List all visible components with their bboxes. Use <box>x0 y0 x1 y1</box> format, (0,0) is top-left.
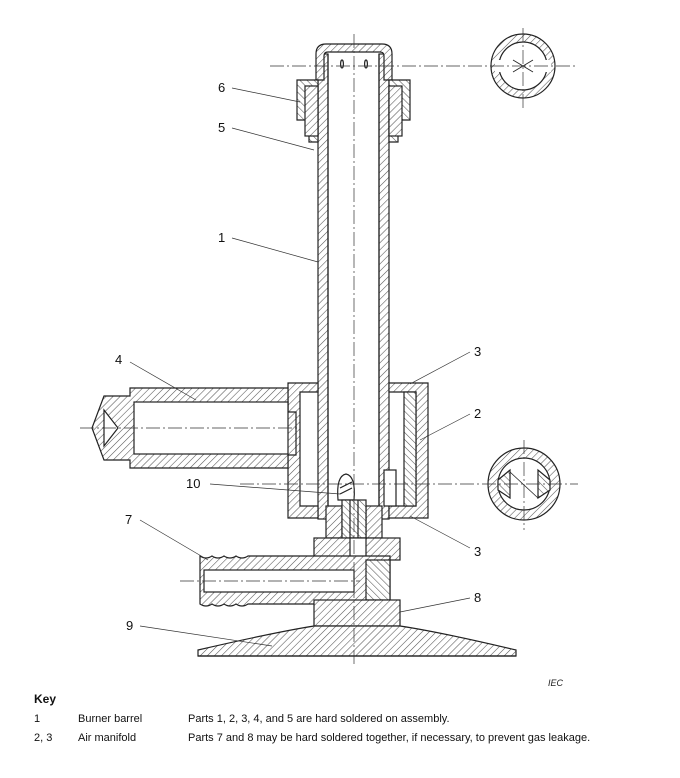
key-number: 2, 3 <box>34 732 53 744</box>
callout-7: 7 <box>125 512 132 527</box>
callout-10: 10 <box>186 476 200 491</box>
key-number: 1 <box>34 713 41 725</box>
leader-lines <box>129 87 471 647</box>
callout-1: 1 <box>218 230 225 245</box>
burner-barrel <box>317 53 390 520</box>
callout-9: 9 <box>126 618 133 633</box>
key-row: 2, 3 Air manifold Parts 7 and 8 may be h… <box>34 731 654 747</box>
top-cap <box>296 43 411 143</box>
key-title: Key <box>34 692 57 706</box>
burner-drawing: 6 5 1 3 2 4 10 3 7 8 9 IEC <box>80 28 578 688</box>
center-lines <box>80 28 578 665</box>
key-label: Air manifold <box>78 732 137 744</box>
key-note: Parts 1, 2, 3, 4, and 5 are hard soldere… <box>188 713 450 725</box>
callout-5: 5 <box>218 120 225 135</box>
callout-2: 2 <box>474 406 481 421</box>
key-label: Burner barrel <box>78 713 143 725</box>
callout-3-upper: 3 <box>474 344 481 359</box>
callout-8: 8 <box>474 590 481 605</box>
key-section: Key 1 Burner barrel Parts 1, 2, 3, 4, an… <box>34 692 654 750</box>
base <box>197 599 517 657</box>
iec-mark: IEC <box>548 678 564 688</box>
callout-6: 6 <box>218 80 225 95</box>
key-note: Parts 7 and 8 may be hard soldered toget… <box>188 732 591 744</box>
air-manifold <box>287 382 429 519</box>
callout-3-lower: 3 <box>474 544 481 559</box>
key-row: 1 Burner barrel Parts 1, 2, 3, 4, and 5 … <box>34 712 654 728</box>
callout-4: 4 <box>115 352 122 367</box>
